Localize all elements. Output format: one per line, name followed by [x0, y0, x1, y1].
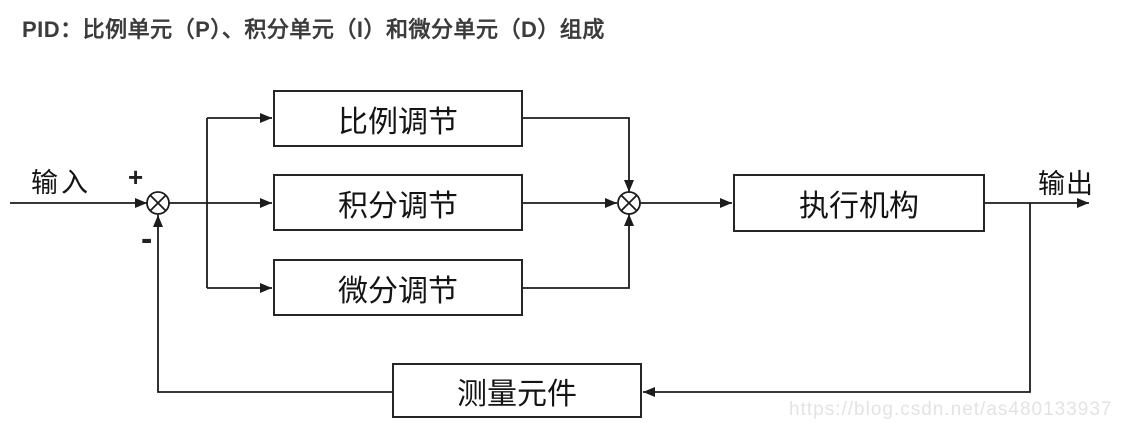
block-derivative: 微分调节	[273, 259, 523, 316]
proportional-output-line	[523, 117, 634, 192]
page-title: PID：比例单元（P）、积分单元（I）和微分单元（D）组成	[22, 17, 605, 42]
output-label: 输出	[1038, 169, 1094, 199]
feedback-line-right	[643, 203, 1031, 397]
minus-sign: -	[141, 220, 153, 258]
input-label: 输入	[31, 168, 91, 198]
block-integral: 积分调节	[273, 174, 523, 231]
feedback-line-left	[153, 215, 392, 393]
derivative-output-line	[523, 214, 634, 289]
watermark: https://blog.csdn.net/as480133937	[789, 399, 1113, 420]
block-sensor: 测量元件	[392, 363, 642, 418]
summing-junction-input-icon	[146, 191, 170, 215]
summing-junction-output-icon	[617, 191, 641, 215]
block-actuator: 执行机构	[733, 174, 985, 232]
block-proportional: 比例调节	[273, 90, 523, 147]
plus-sign: +	[128, 162, 144, 192]
